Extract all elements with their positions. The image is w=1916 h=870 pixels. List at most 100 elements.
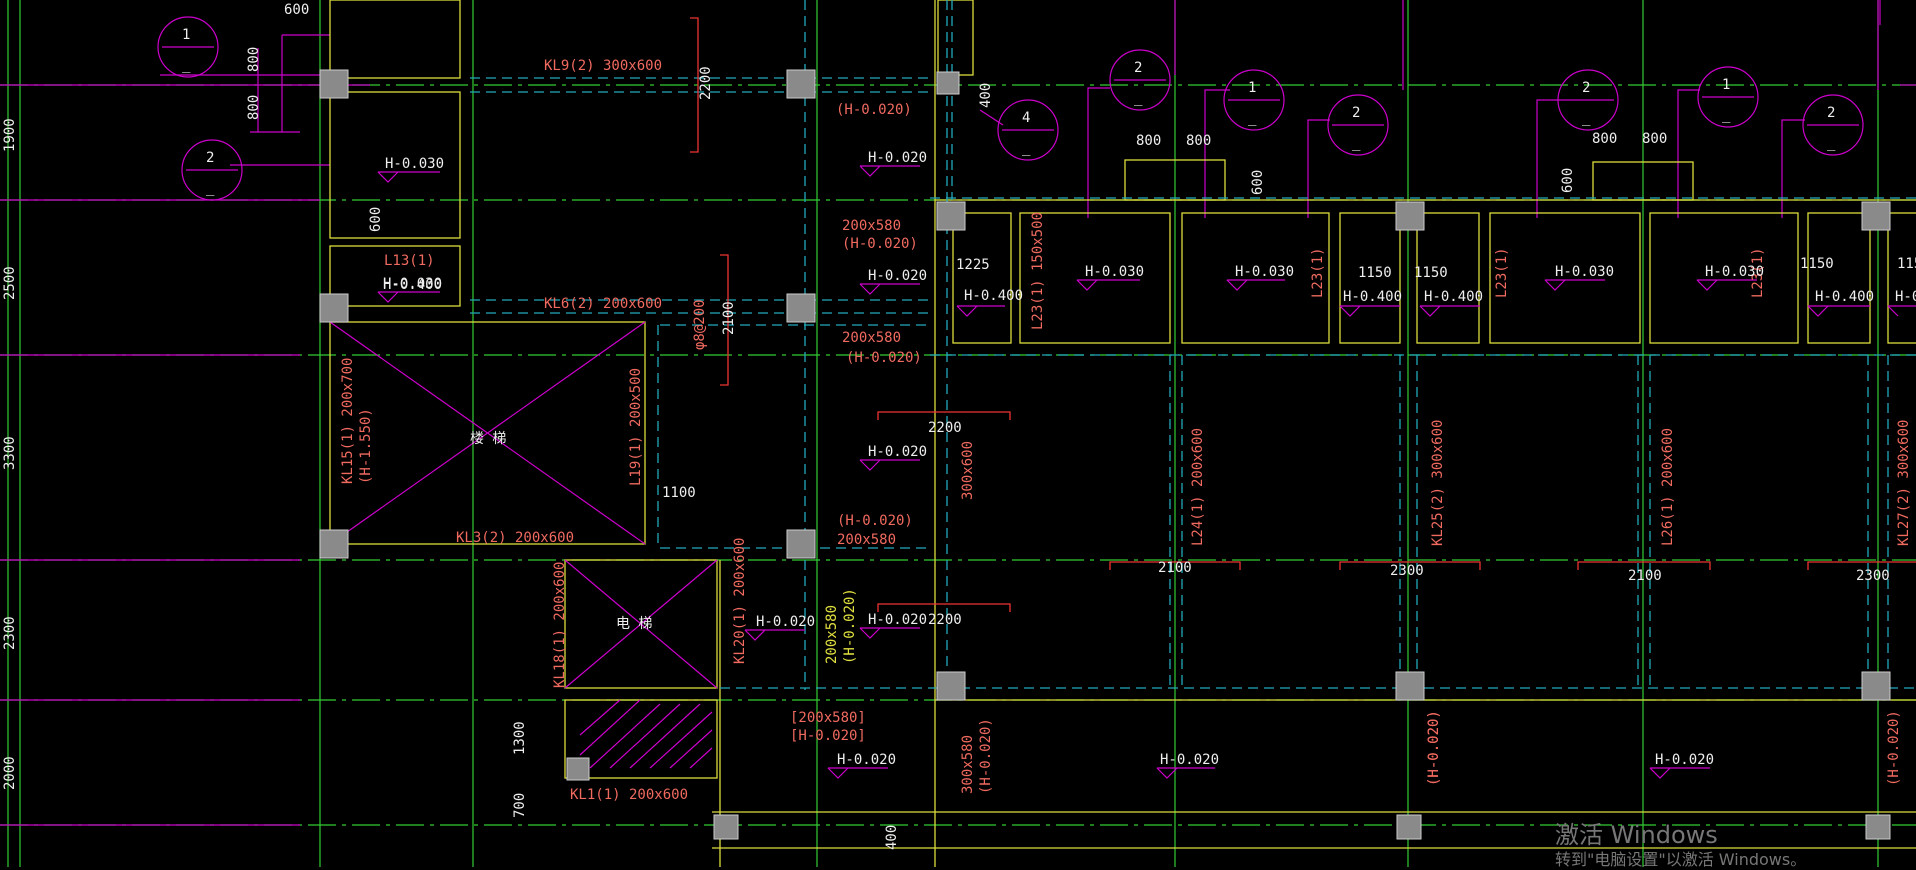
beam-label: KL6(2) 200x600	[544, 296, 662, 312]
detail-marker-circle	[181, 139, 243, 201]
detail-marker-circle	[1109, 49, 1171, 111]
windows-activation-subtitle: 转到"电脑设置"以激活 Windows。	[1555, 850, 1807, 869]
axis-dimension: 3300	[2, 436, 18, 470]
slab-label: (H-0.020)	[978, 718, 994, 794]
detail-marker-number: 1	[1722, 77, 1730, 93]
detail-marker-circle	[157, 16, 219, 78]
dimension-value: 2300	[1856, 568, 1890, 584]
slab-label-texts: (H-0.020)200x580(H-0.020)200x580(H-0.020…	[790, 102, 1902, 794]
axis-dimension: 2300	[2, 616, 18, 650]
elevation-label: H-0.400	[1815, 289, 1874, 305]
dimension-value: 800	[1136, 133, 1161, 149]
dimension-value: 700	[512, 793, 528, 818]
elevation-markers	[377, 165, 1916, 779]
elevation-label: H-0.030	[385, 156, 444, 172]
dimension-value: 800	[1592, 131, 1617, 147]
beam-label: KL9(2) 300x600	[544, 58, 662, 74]
beam-label: 300x600	[960, 441, 976, 500]
elevation-label: H-0	[1895, 289, 1916, 305]
detail-marker-number: 2	[1582, 80, 1590, 96]
detail-marker-sub: _	[206, 180, 215, 196]
detail-marker-sub: _	[1022, 140, 1031, 156]
detail-marker-number: 4	[1022, 110, 1030, 126]
stair-label: 楼 梯	[470, 431, 506, 447]
detail-marker-number: 1	[182, 27, 190, 43]
detail-marker-sub: _	[1722, 107, 1731, 123]
detail-marker-circle	[1223, 69, 1285, 131]
slab-label: (H-0.020)	[846, 350, 922, 366]
slab-label: 200x580	[842, 218, 901, 234]
dimension-value: 2300	[1390, 563, 1424, 579]
detail-marker-sub: _	[1582, 110, 1591, 126]
beam-label: L19(1) 200x500	[628, 368, 644, 486]
slab-label: 200x580	[842, 330, 901, 346]
dimension-value: 1150	[1800, 256, 1834, 272]
beam-label: KL15(1) 200x700	[340, 358, 356, 484]
elevation-label: H-0.020	[868, 612, 927, 628]
slab-label: (H-0.020)	[837, 513, 913, 529]
detail-marker-sub: _	[1134, 90, 1143, 106]
elevation-label: H-0.400	[383, 277, 442, 293]
beam-label: L13(1)	[384, 253, 435, 269]
dimension-value: 1300	[512, 721, 528, 755]
slab-label-yellow: 200x580	[824, 605, 840, 664]
detail-marker-number: 2	[1352, 105, 1360, 121]
detail-marker-sub: _	[1248, 110, 1257, 126]
axis-dimension: 1900	[2, 118, 18, 152]
dimension-value: 2200	[698, 66, 714, 100]
beam-label: KL3(2) 200x600	[456, 530, 574, 546]
dimension-value: 115	[1897, 256, 1916, 272]
dimension-value: 2100	[1628, 568, 1662, 584]
detail-marker-sub: _	[1352, 135, 1361, 151]
detail-marker-circle	[997, 99, 1059, 161]
detail-marker-number: 2	[1134, 60, 1142, 76]
detail-marker-sub: _	[182, 57, 191, 73]
elevation-label: H-0.020	[868, 268, 927, 284]
stair-and-elevator	[329, 321, 718, 769]
elevation-label: H-0.020	[756, 614, 815, 630]
beam-label: L23(1) 150x500	[1030, 212, 1046, 330]
dimension-value: 1150	[1414, 265, 1448, 281]
beam-label: L26(1) 200x600	[1660, 428, 1676, 546]
elevation-label: H-0.020	[868, 150, 927, 166]
dimension-value: 2100	[721, 301, 737, 335]
slab-label-yellow: (H-0.020)	[842, 588, 858, 664]
dimension-value: 600	[284, 2, 309, 18]
dimension-value: 1150	[1358, 265, 1392, 281]
dimension-value: 600	[1560, 168, 1576, 193]
dimension-brackets	[690, 17, 1916, 612]
detail-marker-circle	[1697, 66, 1759, 128]
dimension-value: 600	[1250, 170, 1266, 195]
dimension-value: 600	[368, 207, 384, 232]
detail-marker-sub: _	[1827, 135, 1836, 151]
slab-label: (H-0.020)	[836, 102, 912, 118]
dimension-value: 1225	[956, 257, 990, 273]
elevation-label: H-0.030	[1705, 264, 1764, 280]
dimension-value: 2200	[928, 612, 962, 628]
detail-marker-circle	[1327, 94, 1389, 156]
slab-label: [200x580]	[790, 710, 866, 726]
elevation-label: H-0.020	[868, 444, 927, 460]
slab-label: (H-0.020)	[1426, 710, 1442, 786]
detail-marker-number: 2	[1827, 105, 1835, 121]
beam-label: (H-1.550)	[358, 408, 374, 484]
detail-marker-number: 1	[1248, 80, 1256, 96]
axis-dimension: 2000	[2, 756, 18, 790]
elevation-texts: H-0.030H-0.030H-0.400H-0.020H-0.020H-0.0…	[383, 150, 1916, 768]
dimension-value: 800	[246, 47, 262, 72]
beam-label: KL18(1) 200x600	[552, 562, 568, 688]
detail-marker-number: 2	[206, 150, 214, 166]
slab-label: 300x580	[960, 735, 976, 794]
beam-label: KL1(1) 200x600	[570, 787, 688, 803]
beam-label: L23(1)	[1494, 247, 1510, 298]
dimension-value: 800	[246, 95, 262, 120]
dimension-value: 1100	[662, 485, 696, 501]
dimension-value: 400	[884, 825, 900, 850]
room-label-texts: 楼 梯电 梯	[470, 431, 652, 632]
beam-label: L24(1) 200x600	[1190, 428, 1206, 546]
beams-walls	[329, 0, 1916, 867]
